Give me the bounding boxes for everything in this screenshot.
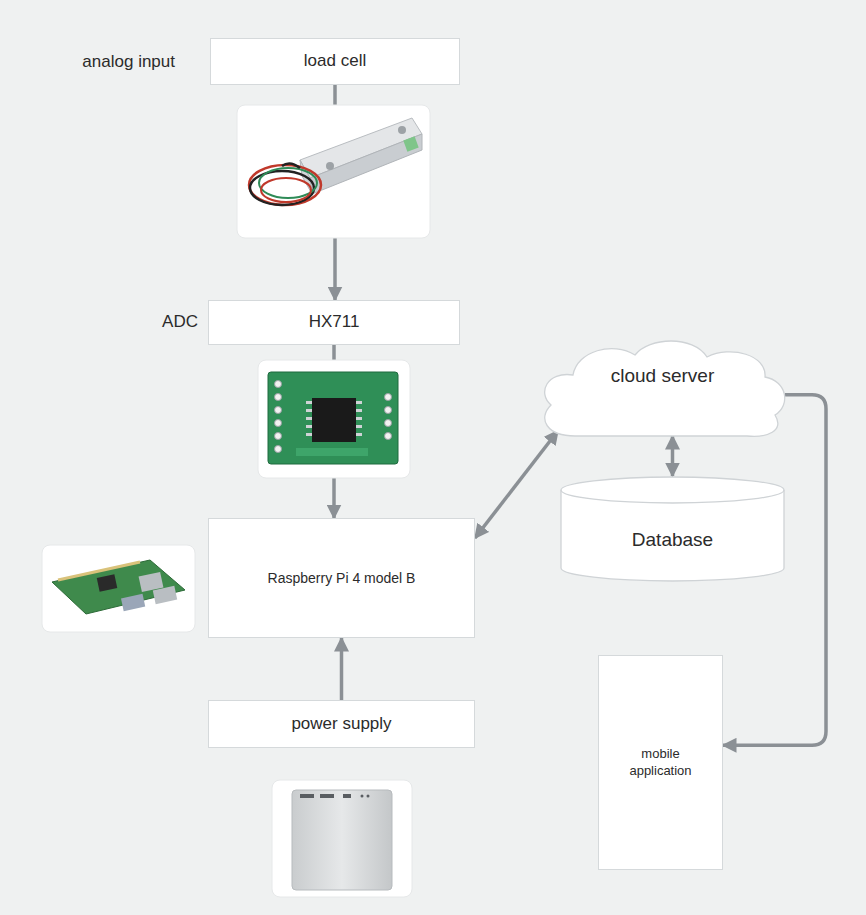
node-text: cloud server bbox=[611, 364, 715, 389]
node-text: Raspberry Pi 4 model B bbox=[268, 569, 416, 587]
flow-arrow bbox=[340, 638, 344, 700]
load-cell-photo bbox=[237, 105, 430, 238]
cloud-shape bbox=[535, 335, 790, 438]
flow-arrow bbox=[475, 431, 558, 538]
hx711-photo bbox=[258, 360, 410, 478]
signal-label: analog input bbox=[82, 52, 175, 72]
cloud-node: cloud server bbox=[535, 335, 790, 438]
component-box: HX711 bbox=[208, 300, 460, 345]
node-text: Database bbox=[632, 528, 713, 553]
raspberry-pi-photo bbox=[42, 545, 195, 632]
component-box: power supply bbox=[208, 700, 475, 748]
block-label: ADC bbox=[162, 312, 198, 332]
database-cylinder: Database bbox=[560, 476, 785, 582]
node-text: power supply bbox=[291, 713, 391, 735]
node-text: mobile application bbox=[618, 746, 704, 780]
power-bank-photo bbox=[272, 780, 412, 897]
flow-arrow bbox=[671, 436, 675, 476]
node-text: HX711 bbox=[309, 311, 360, 333]
node-text: load cell bbox=[304, 50, 366, 72]
component-box: load cell bbox=[210, 38, 460, 85]
app-box: mobile application bbox=[598, 655, 723, 870]
controller-box: Raspberry Pi 4 model B bbox=[208, 518, 475, 638]
